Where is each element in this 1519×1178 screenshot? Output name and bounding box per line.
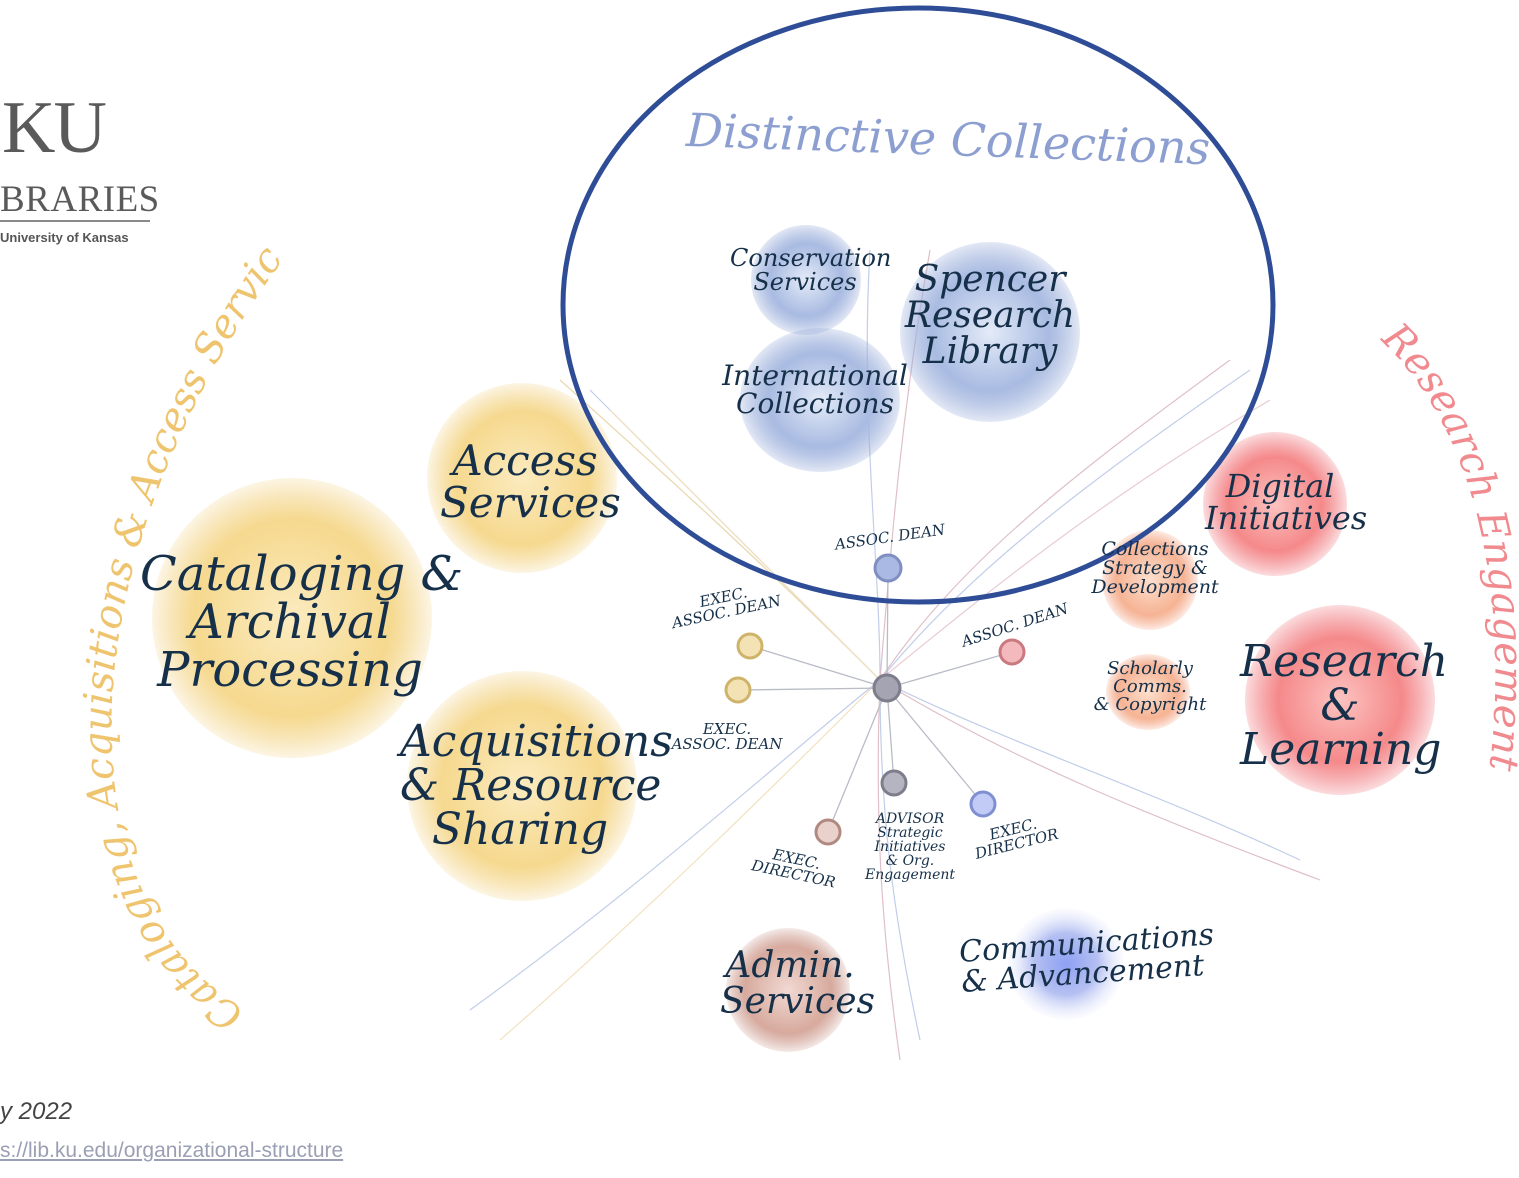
communications-blob: [1008, 908, 1124, 1020]
spencer-blob: [900, 242, 1080, 422]
highlight-ellipse: [560, 5, 1276, 605]
cataloging-blob: [152, 478, 432, 758]
scholarly-blob: [1106, 654, 1190, 730]
unit-research-learning: Research&Learning: [1240, 636, 1449, 775]
admin-blob: [726, 928, 850, 1052]
logo-divider: [0, 220, 150, 222]
role-exec-assoc-dean-lower: EXEC.ASSOC. DEAN: [671, 720, 783, 753]
logo-university: University of Kansas: [0, 230, 129, 245]
research-blob: [1245, 605, 1435, 795]
digital-blob: [1203, 432, 1347, 576]
acquisitions-blob: [407, 671, 637, 901]
role-nodes: [724, 553, 1026, 846]
footer-url-link[interactable]: s://lib.ku.edu/organizational-structure: [0, 1139, 344, 1162]
footer-date: y 2022: [0, 1098, 73, 1125]
conservation-blob: [751, 225, 861, 335]
logo-ku: KU: [2, 87, 107, 169]
access-blob: [427, 383, 617, 573]
spokes: [737, 567, 1013, 833]
logo-libraries: BRARIES: [0, 179, 160, 220]
unit-admin: Admin.Services: [720, 945, 875, 1022]
collections-strategy-blob: [1102, 530, 1198, 630]
international-blob: [740, 328, 900, 472]
